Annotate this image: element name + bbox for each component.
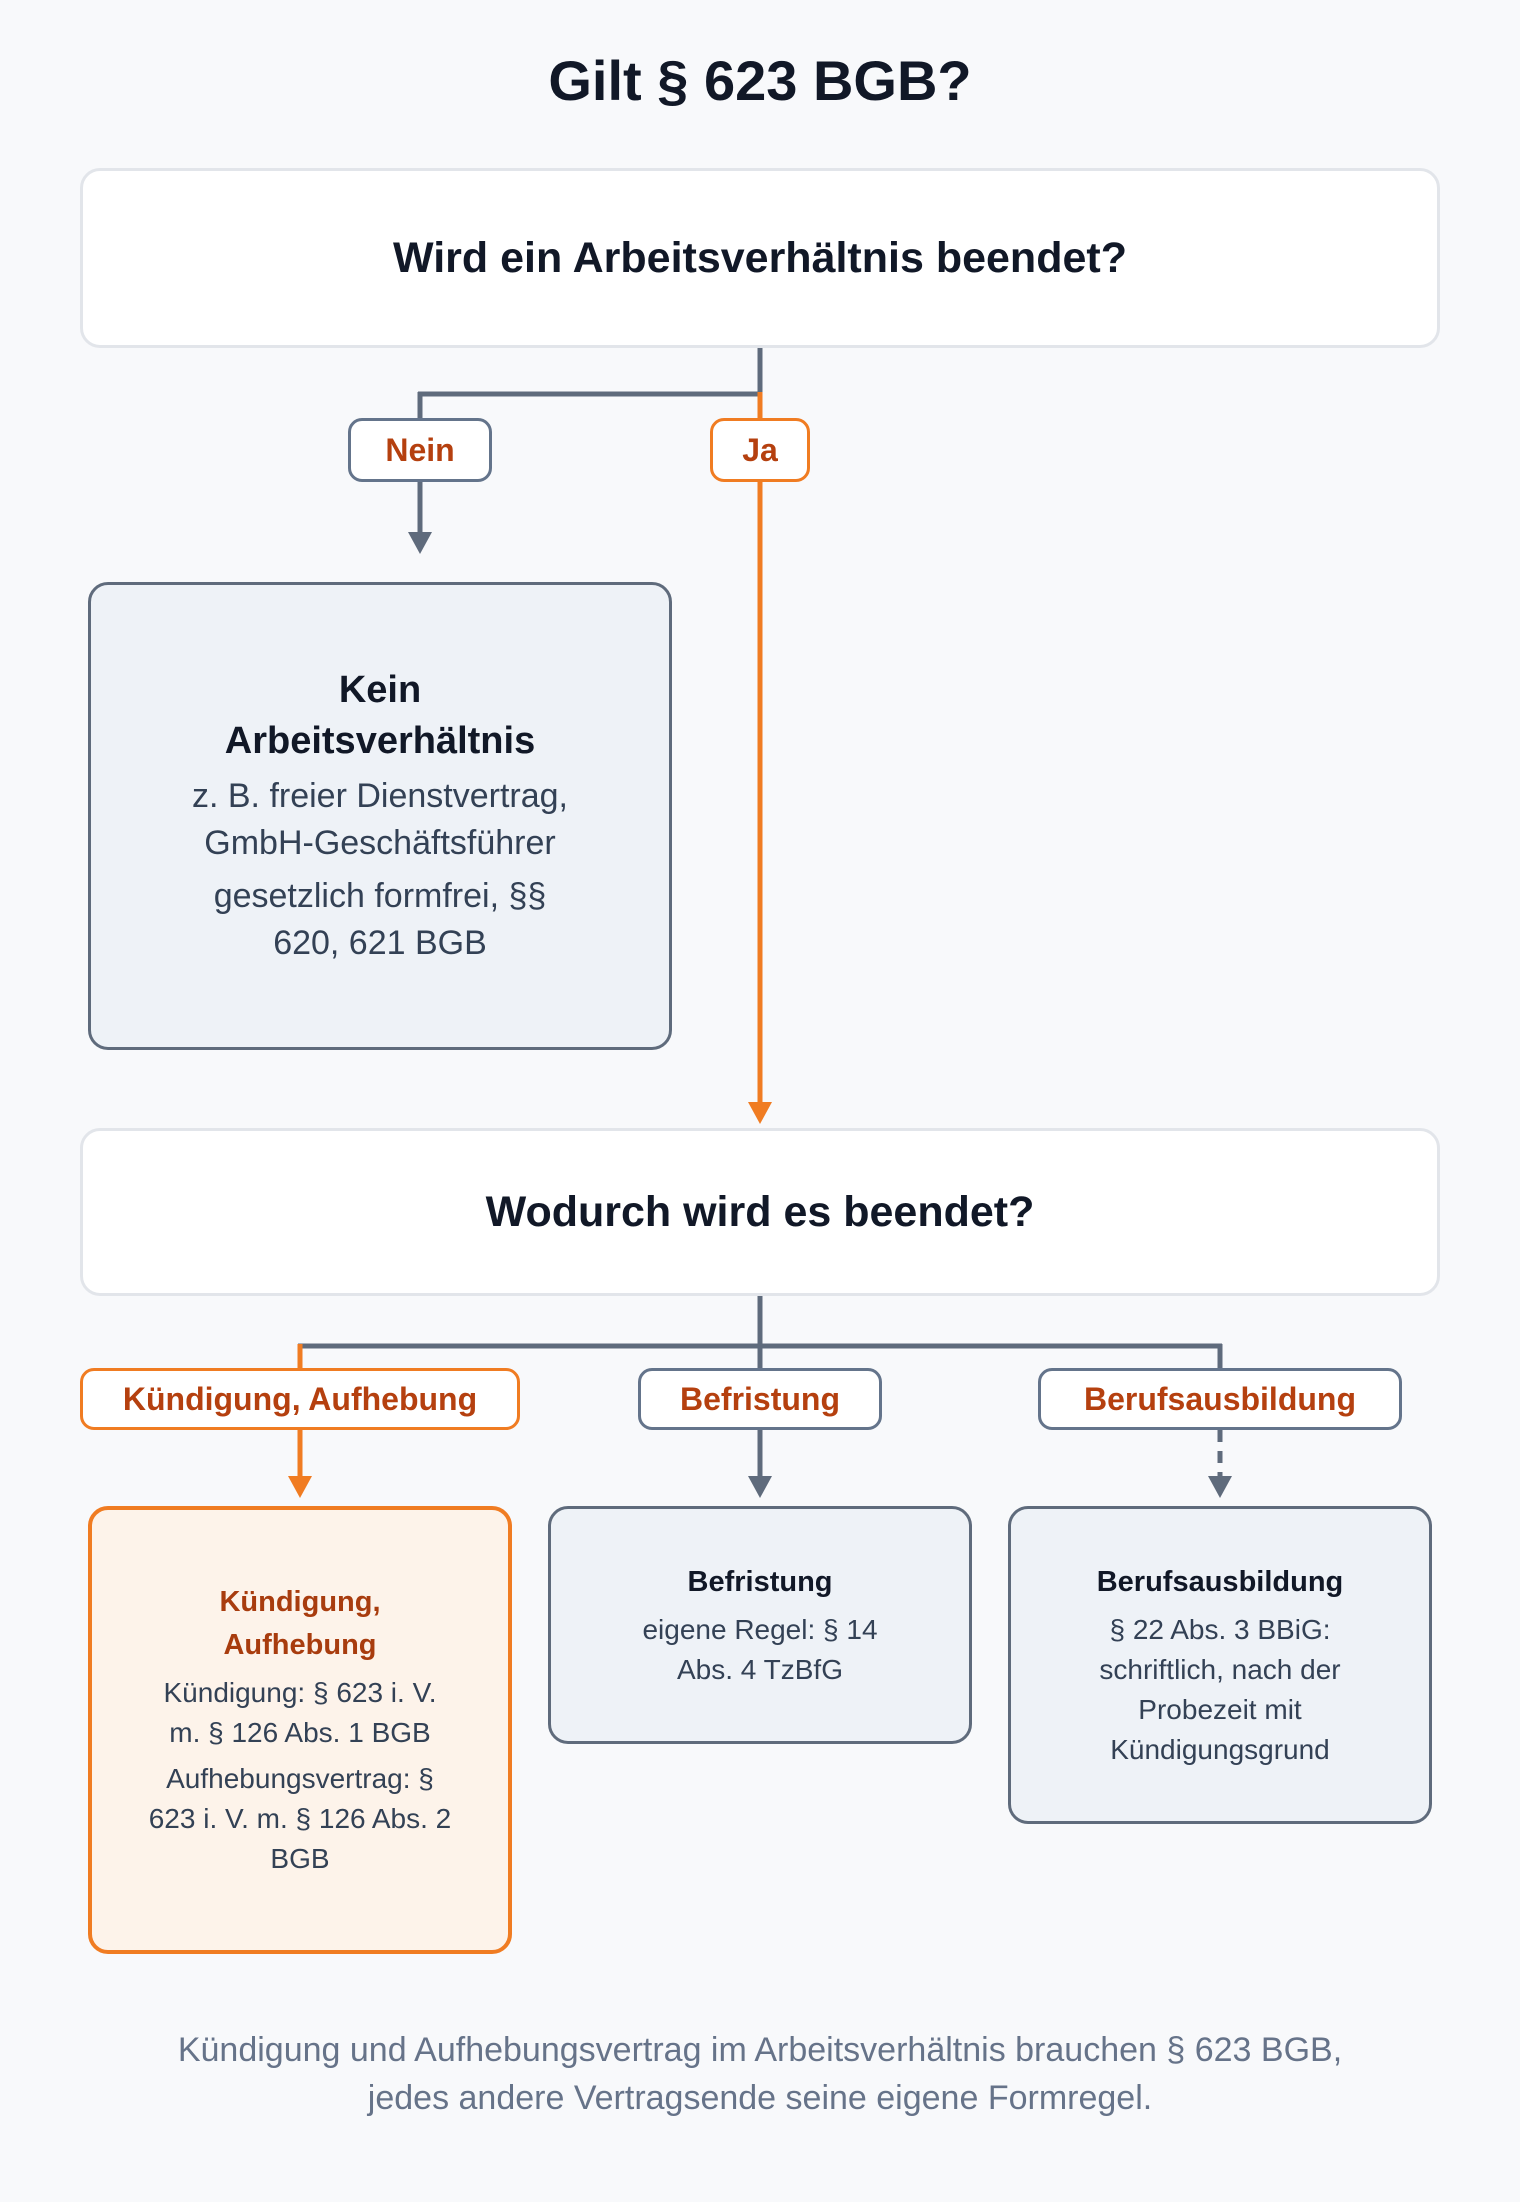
box-kein-title: Kein Arbeitsverhältnis <box>224 669 536 762</box>
box-berufsausbildung-rule: § 22 Abs. 3 BBiG: schriftlich, nach der … <box>1099 1613 1341 1765</box>
box-kein-example: z. B. freier Dienstvertrag, GmbH-Geschäf… <box>191 777 568 862</box>
box-befristung-rule: eigene Regel: § 14 Abs. 4 TzBfG <box>642 1613 878 1685</box>
connector-q1-split <box>418 345 763 397</box>
label-ja: Ja <box>710 418 810 482</box>
label-berufsausbildung: Berufsausbildung <box>1038 1368 1402 1430</box>
box-kein-arbeitsverhaeltnis: Kein Arbeitsverhältnis z. B. freier Dien… <box>88 582 672 1050</box>
page-title: Gilt § 623 BGB? <box>548 49 972 112</box>
box-befristung-title: Befristung <box>687 1565 833 1598</box>
box-berufsausbildung: Berufsausbildung § 22 Abs. 3 BBiG: schri… <box>1008 1506 1432 1824</box>
box-kuendigung-title: Kündigung, Aufhebung <box>219 1586 381 1661</box>
question-box-2: Wodurch wird es beendet? <box>80 1128 1440 1296</box>
label-nein: Nein <box>348 418 492 482</box>
arrowhead-ja <box>748 1102 772 1124</box>
box-kuendigung-rule: Kündigung: § 623 i. V. m. § 126 Abs. 1 B… <box>163 1677 437 1748</box>
footer-note: Kündigung und Aufhebungsvertrag im Arbei… <box>177 2031 1343 2117</box>
label-kuendigung-aufhebung: Kündigung, Aufhebung <box>80 1368 520 1430</box>
question-1-text: Wird ein Arbeitsverhältnis beendet? <box>393 233 1127 282</box>
question-2-text: Wodurch wird es beendet? <box>485 1187 1035 1236</box>
label-befristung: Befristung <box>638 1368 882 1430</box>
box-kuendigung-aufhebung: Kündigung, Aufhebung Kündigung: § 623 i.… <box>88 1506 512 1954</box>
connector-q2-split <box>298 1296 1223 1368</box>
box-berufsausbildung-title: Berufsausbildung <box>1096 1565 1344 1598</box>
arrowhead-nein <box>408 532 432 554</box>
arrowhead-kuendigung <box>288 1476 312 1498</box>
box-befristung: Befristung eigene Regel: § 14 Abs. 4 TzB… <box>548 1506 972 1744</box>
box-kein-rule: gesetzlich formfrei, §§ 620, 621 BGB <box>213 877 547 962</box>
arrowhead-befristung <box>748 1476 772 1498</box>
question-box-1: Wird ein Arbeitsverhältnis beendet? <box>80 168 1440 348</box>
arrowhead-berufsausbildung <box>1208 1476 1232 1498</box>
box-aufhebung-rule: Aufhebungsvertrag: § 623 i. V. m. § 126 … <box>148 1763 452 1874</box>
